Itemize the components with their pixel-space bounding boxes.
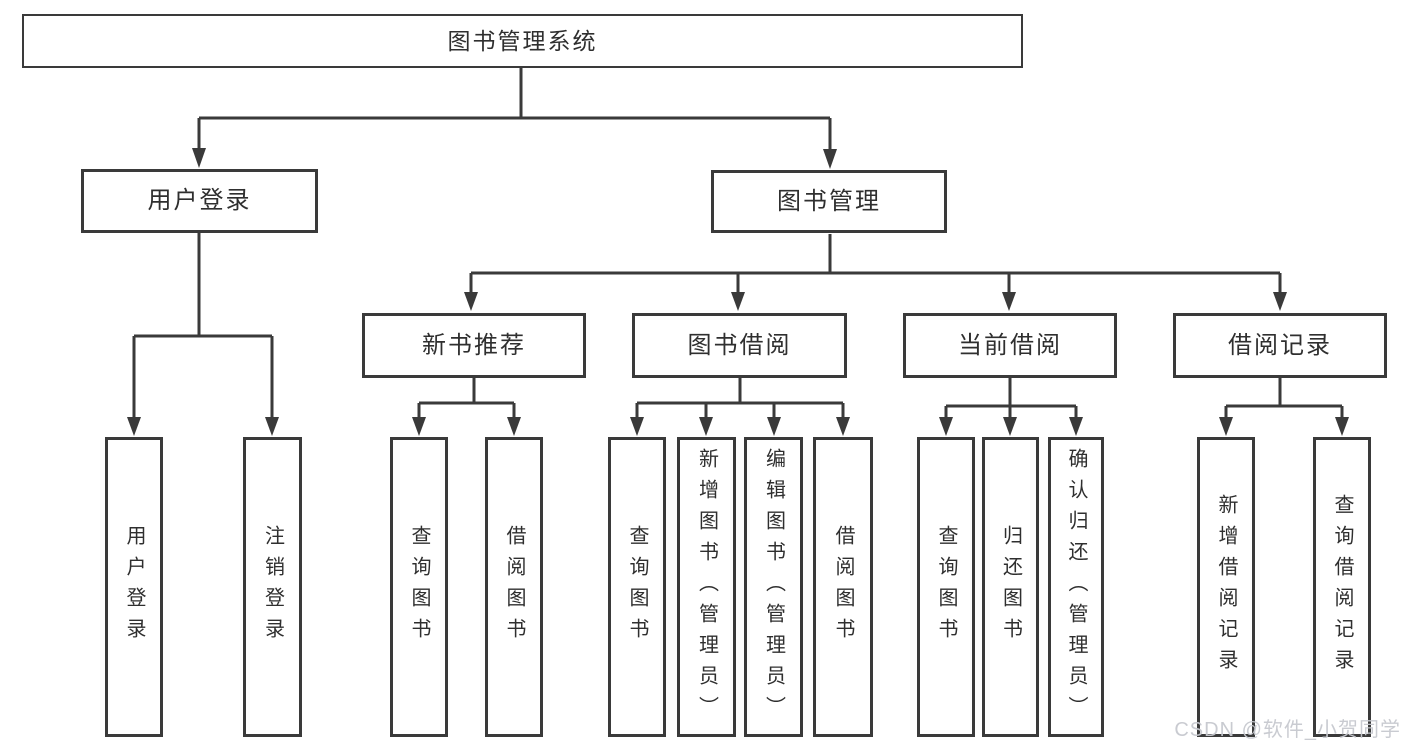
node-label: 用户登录: [147, 187, 252, 214]
leaf-query-books-recommend: 查询图书: [390, 437, 448, 737]
node-label: 查询图书: [626, 525, 648, 649]
leaf-return-books: 归还图书: [982, 437, 1039, 737]
node-borrow-records: 借阅记录: [1173, 313, 1387, 378]
node-label: 查询图书: [935, 525, 957, 649]
leaf-add-books-admin: 新增图书（管理员）: [677, 437, 736, 737]
leaf-add-borrow-record: 新增借阅记录: [1197, 437, 1255, 737]
node-label: 借阅记录: [1228, 331, 1332, 359]
node-label: 注销登录: [261, 525, 284, 649]
node-new-book-recommend: 新书推荐: [362, 313, 586, 378]
node-label: 图书借阅: [687, 331, 792, 359]
node-label: 归还图书: [999, 525, 1022, 649]
leaf-query-books-borrow: 查询图书: [608, 437, 666, 737]
node-library-management-system: 图书管理系统: [22, 14, 1023, 68]
node-book-borrow: 图书借阅: [632, 313, 847, 378]
node-label: 新书推荐: [422, 331, 526, 359]
node-label: 确认归还（管理员）: [1065, 447, 1087, 727]
node-label: 借阅图书: [832, 525, 854, 649]
node-label: 编辑图书（管理员）: [762, 447, 785, 727]
node-label: 图书管理: [777, 187, 881, 215]
node-current-borrow: 当前借阅: [903, 313, 1117, 378]
node-label: 借阅图书: [503, 525, 525, 649]
leaf-query-borrow-record: 查询借阅记录: [1313, 437, 1371, 737]
leaf-confirm-return-admin: 确认归还（管理员）: [1048, 437, 1104, 737]
leaf-edit-books-admin: 编辑图书（管理员）: [744, 437, 803, 737]
node-label: 用户登录: [123, 525, 145, 649]
node-label: 新增借阅记录: [1215, 494, 1237, 680]
leaf-borrow-books: 借阅图书: [813, 437, 873, 737]
csdn-watermark: CSDN @软件_小贺同学: [1174, 719, 1401, 741]
node-user-login: 用户登录: [81, 169, 318, 233]
leaf-borrow-books-recommend: 借阅图书: [485, 437, 543, 737]
node-label: 查询图书: [408, 525, 430, 649]
leaf-query-books-current: 查询图书: [917, 437, 975, 737]
node-book-management: 图书管理: [711, 170, 947, 233]
node-label: 查询借阅记录: [1331, 494, 1353, 680]
leaf-user-login: 用户登录: [105, 437, 163, 737]
node-label: 新增图书（管理员）: [695, 447, 718, 727]
node-label: 当前借阅: [958, 331, 1062, 359]
leaf-logout-login: 注销登录: [243, 437, 302, 737]
node-label: 图书管理系统: [447, 27, 598, 54]
